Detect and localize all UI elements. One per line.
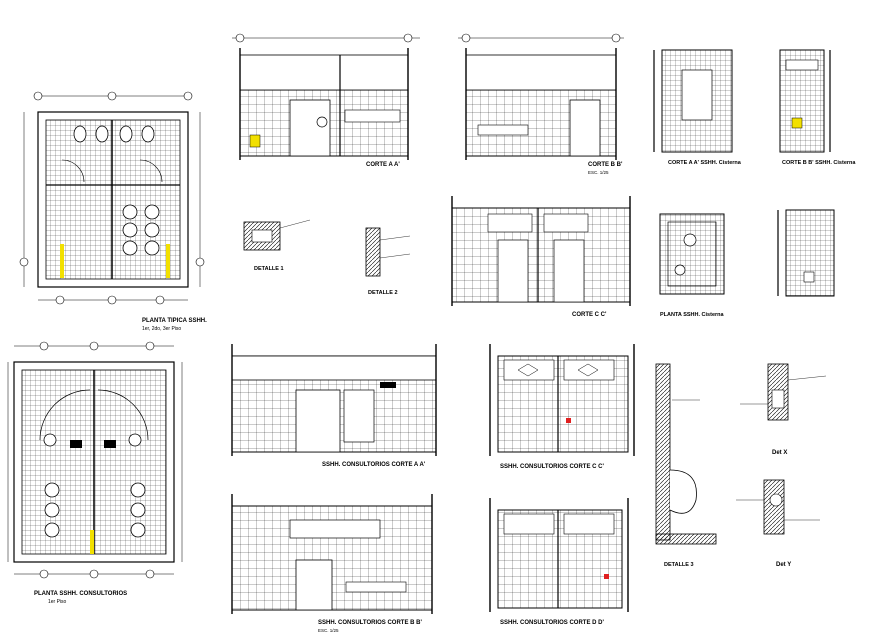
det-y: Det Y <box>736 479 820 568</box>
label-corte-c: CORTE C C' <box>572 312 607 318</box>
label-detalle-2: DETALLE 2 <box>368 290 398 296</box>
label-planta-tipica-sub: 1er, 2do, 3er Piso <box>142 326 181 332</box>
detalle-2: DETALLE 2 <box>365 227 411 296</box>
label-scale-b: ESC. 1/25 <box>588 170 609 175</box>
det-x: Det X <box>740 363 827 456</box>
planta-consultorios-plan: PLANTA SSHH. CONSULTORIOS 1er Piso <box>7 341 183 605</box>
label-detalle-1: DETALLE 1 <box>254 266 284 272</box>
label-scale-cons-b: ESC. 1/25 <box>318 628 339 633</box>
label-planta-consultorios: PLANTA SSHH. CONSULTORIOS <box>34 591 127 597</box>
label-corte-a: CORTE A A' <box>366 162 400 168</box>
label-corte-a-cisterna: CORTE A A' SSHH. Cisterna <box>668 160 742 166</box>
detalle-1: DETALLE 1 <box>243 219 311 272</box>
planta-tipica-plan: PLANTA TIPICA SSHH. 1er, 2do, 3er Piso <box>19 91 207 332</box>
label-consultorios-a: SSHH. CONSULTORIOS CORTE A A' <box>322 462 426 468</box>
label-consultorios-d: SSHH. CONSULTORIOS CORTE D D' <box>500 620 604 626</box>
label-corte-b: CORTE B B' <box>588 162 623 168</box>
corte-a-cisterna: CORTE A A' SSHH. Cisterna <box>653 49 742 166</box>
label-detalle-3: DETALLE 3 <box>664 562 694 568</box>
corte-b-cisterna: CORTE B B' SSHH. Cisterna <box>779 49 856 166</box>
label-planta-cisterna: PLANTA SSHH. Cisterna <box>660 312 725 318</box>
detalle-3: DETALLE 3 <box>655 363 717 568</box>
label-det-x: Det X <box>772 450 787 456</box>
planta-cisterna: PLANTA SSHH. Cisterna <box>659 213 725 318</box>
corte-a-section: CORTE A A' <box>232 33 420 168</box>
label-planta-consultorios-sub: 1er Piso <box>48 599 67 605</box>
label-corte-b-cisterna: CORTE B B' SSHH. Cisterna <box>782 160 856 166</box>
label-planta-tipica: PLANTA TIPICA SSHH. <box>142 318 207 324</box>
consultorios-corte-c: SSHH. CONSULTORIOS CORTE C C' <box>489 344 635 470</box>
consultorios-corte-b: SSHH. CONSULTORIOS CORTE B B' ESC. 1/25 <box>231 494 433 633</box>
corte-c-section: CORTE C C' <box>451 196 631 318</box>
label-consultorios-c: SSHH. CONSULTORIOS CORTE C C' <box>500 464 604 470</box>
label-consultorios-b: SSHH. CONSULTORIOS CORTE B B' <box>318 620 422 626</box>
label-det-y: Det Y <box>776 562 791 568</box>
consultorios-corte-d: SSHH. CONSULTORIOS CORTE D D' <box>489 498 629 626</box>
corte-b-section: CORTE B B' ESC. 1/25 <box>458 33 624 175</box>
corte-b-cisterna-2 <box>777 209 835 297</box>
consultorios-corte-a: SSHH. CONSULTORIOS CORTE A A' <box>231 344 437 468</box>
